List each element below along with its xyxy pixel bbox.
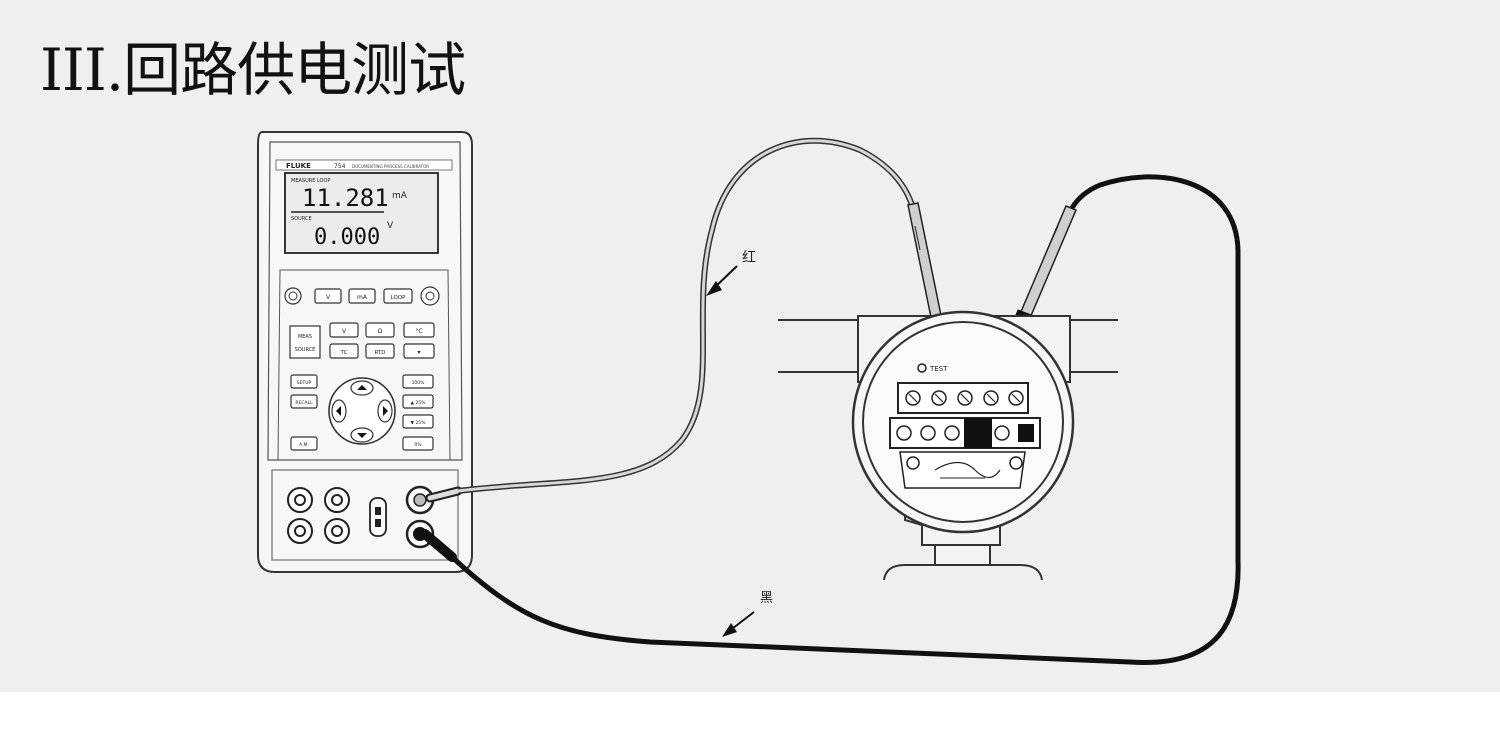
key-loop[interactable] <box>383 288 413 304</box>
key-loop-label: LOOP <box>391 295 407 301</box>
key-100pct[interactable] <box>402 374 434 389</box>
red-lead-callout: 红 <box>706 250 756 296</box>
black-lead-callout: 黑 <box>722 591 773 637</box>
measure-mode-label: MEASURE LOOP <box>291 178 330 184</box>
model-label: 754 <box>334 163 346 170</box>
key-volt-label: V <box>342 328 347 335</box>
key-up25[interactable] <box>402 394 434 409</box>
key-0pct[interactable] <box>402 436 434 451</box>
key-source-label: SOURCE <box>295 347 316 353</box>
black-test-lead <box>420 174 1241 665</box>
page-title: III.回路供电测试 <box>40 36 466 104</box>
navigation-pad[interactable] <box>328 377 396 445</box>
key-meas-label: MEAS <box>298 334 312 340</box>
arrow-down-icon <box>357 433 367 438</box>
process-calibrator: FLUKE 754 DOCUMENTING PROCESS CALIBRATOR… <box>257 131 473 573</box>
test-terminal-label: TEST <box>929 365 948 373</box>
input-jacks <box>287 487 350 544</box>
brightness-button[interactable] <box>420 286 440 306</box>
key-v[interactable] <box>314 288 342 304</box>
key-up25-label: ▲ 25% <box>411 400 427 406</box>
key-pressure-label: ▾ <box>417 349 420 356</box>
source-unit: V <box>387 221 394 231</box>
arrow-icon <box>722 623 737 637</box>
arrow-icon <box>706 281 722 296</box>
key-ohm-label: Ω <box>378 328 383 335</box>
key-meas-source[interactable] <box>289 325 321 359</box>
key-temp[interactable] <box>403 322 435 338</box>
key-setup[interactable] <box>290 374 318 389</box>
black-lead-label: 黑 <box>760 591 773 606</box>
key-ma-label: mA <box>357 294 368 301</box>
key-auto[interactable] <box>290 436 318 451</box>
diagram-panel <box>0 0 1500 692</box>
source-mode-label: SOURCE <box>291 216 312 222</box>
key-recall-label: RECALL <box>295 400 313 406</box>
key-pressure[interactable] <box>403 343 435 359</box>
key-down25-label: ▼ 25% <box>411 420 427 426</box>
key-down25[interactable] <box>402 414 434 429</box>
key-v-label: V <box>326 294 331 301</box>
key-rtd-label: RTD <box>374 350 385 356</box>
pressure-port <box>369 497 387 537</box>
loop-power-test-diagram: FLUKE 754 DOCUMENTING PROCESS CALIBRATOR… <box>257 131 1241 665</box>
model-desc-label: DOCUMENTING PROCESS CALIBRATOR <box>352 164 429 169</box>
arrow-right-icon <box>383 406 388 416</box>
key-100pct-label: 100% <box>412 380 426 386</box>
key-ma[interactable] <box>348 288 376 304</box>
measure-value: 11.281 <box>302 184 389 212</box>
power-button[interactable] <box>284 287 302 305</box>
key-recall[interactable] <box>290 394 318 409</box>
brand-label: FLUKE <box>286 162 311 170</box>
key-volt[interactable] <box>329 322 359 338</box>
key-rtd[interactable] <box>365 343 395 359</box>
source-value: 0.000 <box>314 225 380 250</box>
measure-unit: mA <box>392 191 408 201</box>
lcd-screen <box>284 172 439 254</box>
key-tc[interactable] <box>329 343 359 359</box>
key-tc-label: TC <box>340 350 348 356</box>
pressure-transmitter: TEST <box>778 310 1118 581</box>
key-0pct-label: 0% <box>414 442 422 448</box>
key-setup-label: SETUP <box>297 380 312 386</box>
arrow-left-icon <box>336 406 341 416</box>
key-auto-label: A.M. <box>299 442 309 448</box>
key-ohm[interactable] <box>365 322 395 338</box>
key-temp-label: °C <box>415 328 422 335</box>
red-lead-label: 红 <box>742 250 756 266</box>
arrow-up-icon <box>357 385 367 390</box>
